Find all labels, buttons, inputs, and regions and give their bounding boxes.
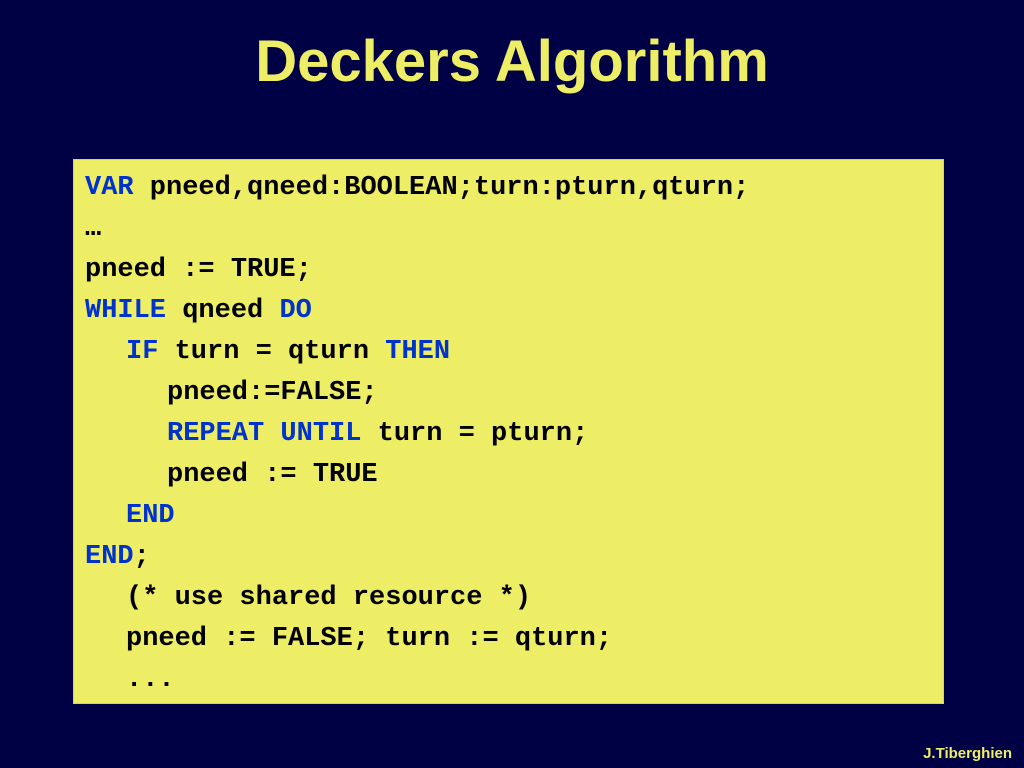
keyword-do: DO	[279, 296, 312, 326]
code-line-while: WHILE qneed DO	[85, 291, 943, 332]
code-text: qneed	[166, 296, 280, 326]
keyword-var: VAR	[85, 173, 134, 203]
code-text: pneed := FALSE; turn := qturn;	[126, 624, 613, 654]
code-line-end-while: END;	[85, 537, 943, 578]
code-line-var-declaration: VAR pneed,qneed:BOOLEAN;turn:pturn,qturn…	[85, 168, 943, 209]
author-credit: J.Tiberghien	[923, 745, 1012, 762]
code-line-dots: ...	[85, 660, 943, 701]
code-text: ;	[133, 542, 150, 572]
code-text: pneed,qneed:BOOLEAN;turn:pturn,qturn;	[133, 173, 750, 203]
code-line-repeat-until: REPEAT UNTIL turn = pturn;	[85, 414, 943, 455]
code-line-comment: (* use shared resource *)	[85, 578, 943, 619]
code-text: ...	[126, 665, 175, 695]
code-line-pneed-true: pneed := TRUE;	[85, 250, 943, 291]
keyword-then: THEN	[385, 337, 451, 367]
keyword-end: END	[126, 501, 175, 531]
keyword-end: END	[85, 542, 134, 572]
code-text: pneed:=FALSE;	[167, 378, 378, 408]
code-text: …	[85, 214, 102, 244]
code-text	[264, 419, 280, 449]
code-block: VAR pneed,qneed:BOOLEAN;turn:pturn,qturn…	[73, 159, 944, 704]
slide-title: Deckers Algorithm	[255, 29, 769, 94]
code-text: turn = qturn	[158, 337, 386, 367]
code-line-pneed-false: pneed:=FALSE;	[85, 373, 943, 414]
keyword-if: IF	[126, 337, 159, 367]
code-line-ellipsis: …	[85, 209, 943, 250]
code-text: pneed := TRUE	[167, 460, 378, 490]
code-line-end-if: END	[85, 496, 943, 537]
keyword-repeat: REPEAT	[167, 419, 265, 449]
code-line-if: IF turn = qturn THEN	[85, 332, 943, 373]
keyword-while: WHILE	[85, 296, 167, 326]
code-text: pneed := TRUE;	[85, 255, 312, 285]
code-text: (* use shared resource *)	[126, 583, 532, 613]
keyword-until: UNTIL	[280, 419, 362, 449]
code-line-release: pneed := FALSE; turn := qturn;	[85, 619, 943, 660]
code-line-pneed-true-inner: pneed := TRUE	[85, 455, 943, 496]
code-text: turn = pturn;	[361, 419, 589, 449]
